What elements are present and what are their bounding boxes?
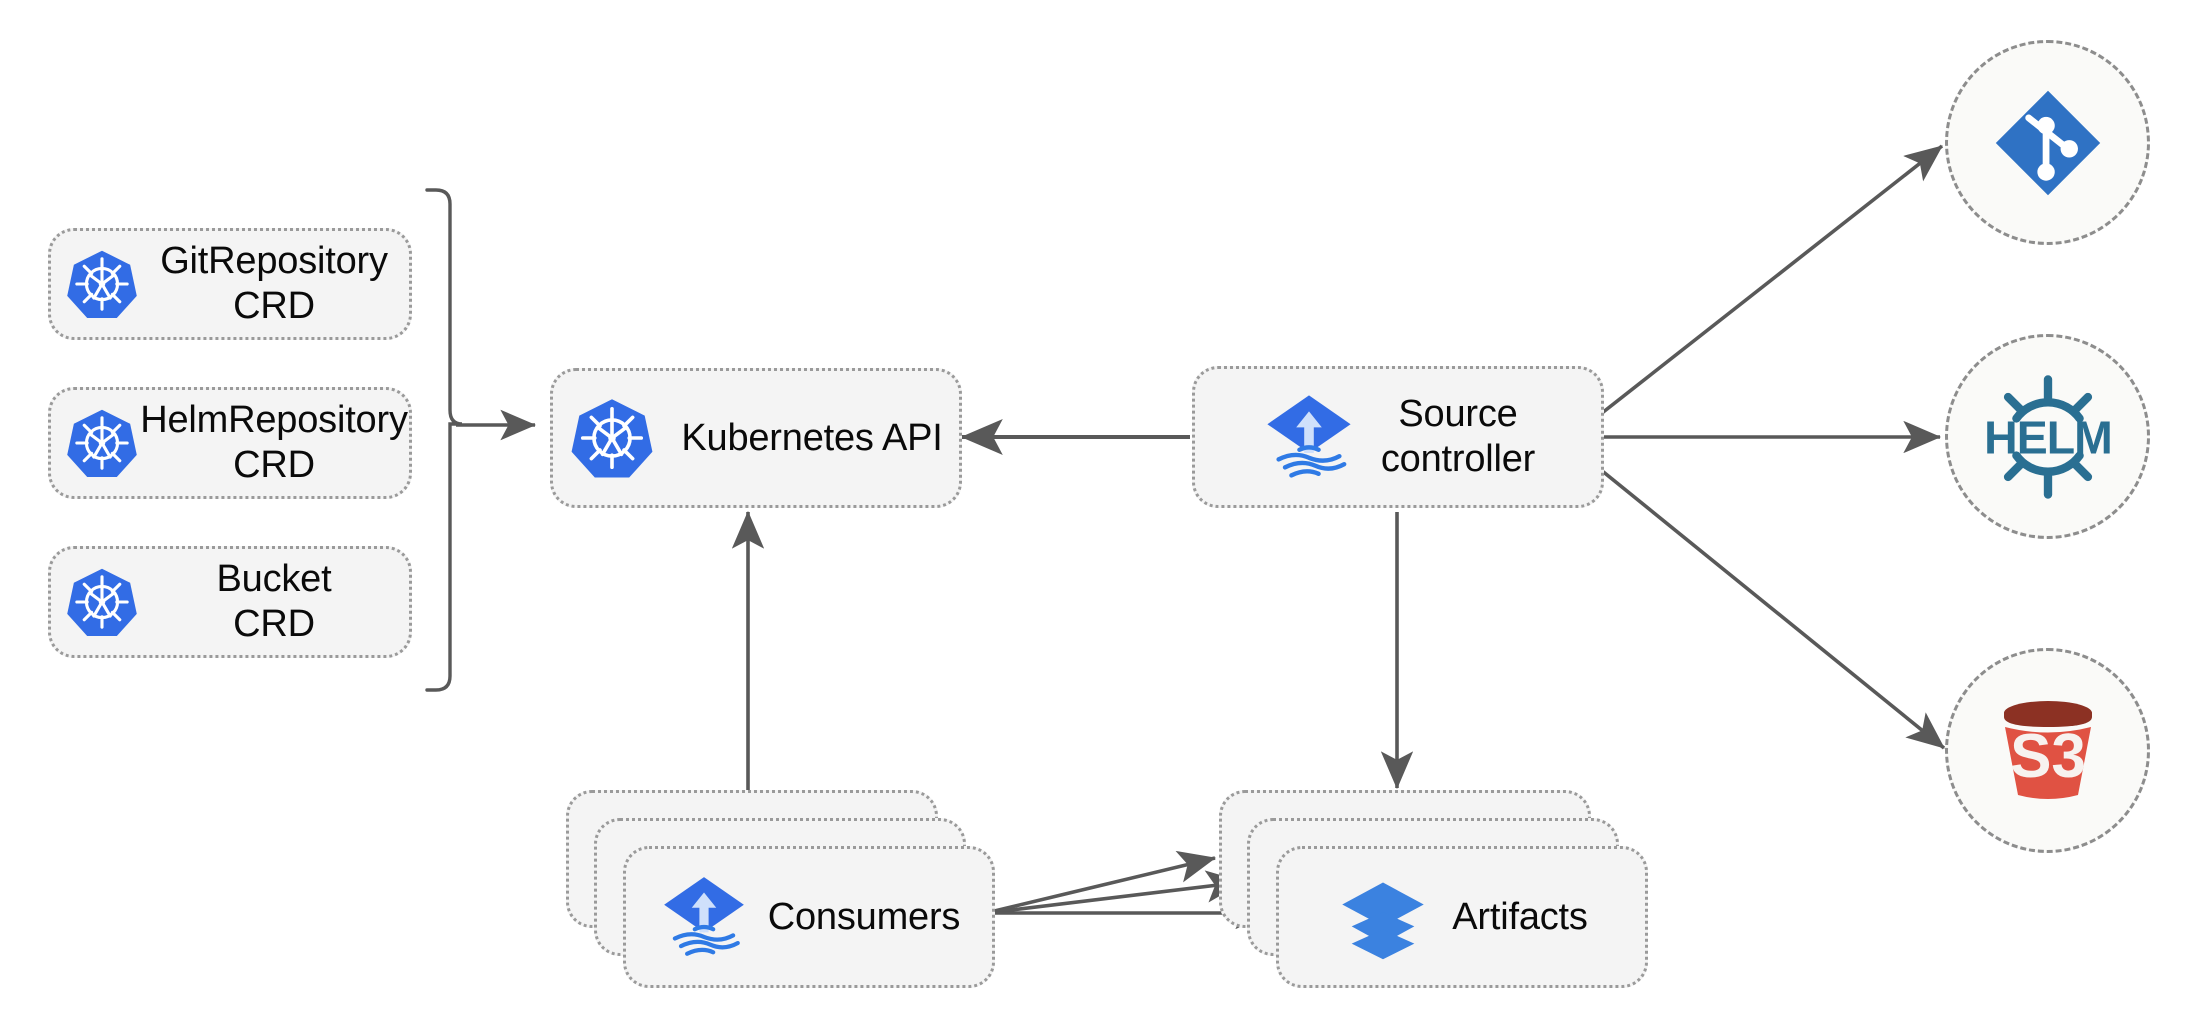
kubernetes-icon — [65, 565, 139, 639]
kubernetes-icon — [65, 406, 139, 480]
edge-consumers-to-artifacts-2 — [985, 870, 1245, 915]
helm-label: HELM — [1984, 411, 2112, 463]
edge-consumers-to-artifacts-1 — [985, 850, 1217, 915]
layers-icon — [1336, 870, 1430, 964]
helm-icon: HELM — [1983, 372, 2113, 502]
node-git-repository-crd[interactable]: GitRepository CRD — [48, 228, 412, 340]
node-kubernetes-api[interactable]: Kubernetes API — [550, 368, 962, 508]
git-icon — [1990, 85, 2106, 201]
node-label: Kubernetes API — [681, 416, 943, 459]
edge-source-controller-to-git — [1600, 144, 1944, 415]
node-helm-source[interactable]: HELM — [1945, 334, 2150, 539]
edge-source-controller-to-s3 — [1599, 468, 1946, 750]
flux-icon — [658, 871, 750, 963]
kubernetes-icon — [569, 395, 655, 481]
node-label: Bucket CRD — [216, 558, 332, 645]
node-consumers-stack: Consumers — [566, 790, 996, 990]
node-artifacts-stack: Artifacts — [1219, 790, 1649, 990]
node-label: HelmRepository CRD — [140, 399, 408, 486]
kubernetes-icon — [65, 247, 139, 321]
node-bucket-crd[interactable]: Bucket CRD — [48, 546, 412, 658]
node-consumers[interactable]: Consumers — [623, 846, 995, 988]
node-label: Consumers — [767, 895, 961, 938]
flux-icon — [1261, 389, 1357, 485]
node-label: Source controller — [1380, 393, 1536, 480]
node-source-controller[interactable]: Source controller — [1192, 366, 1604, 508]
s3-label: S3 — [2010, 722, 2086, 791]
node-label: GitRepository CRD — [160, 240, 388, 327]
node-helm-repository-crd[interactable]: HelmRepository CRD — [48, 387, 412, 499]
node-git-source[interactable] — [1945, 40, 2150, 245]
s3-bucket-icon: S3 — [1988, 691, 2108, 811]
node-artifacts[interactable]: Artifacts — [1276, 846, 1648, 988]
crd-group-bracket — [425, 188, 463, 692]
node-label: Artifacts — [1452, 895, 1588, 938]
node-s3-source[interactable]: S3 — [1945, 648, 2150, 853]
